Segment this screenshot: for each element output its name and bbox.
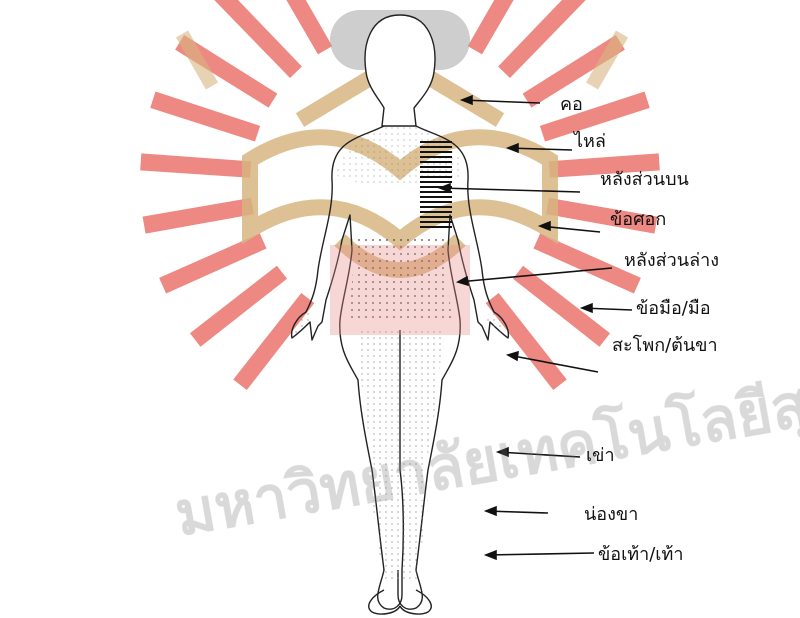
- label-elbow: ข้อศอก: [610, 211, 666, 229]
- arrow-wrist: [582, 304, 632, 312]
- label-hip-thigh: สะโพก/ต้นขา: [612, 337, 718, 355]
- arrow-upper-back: [440, 184, 580, 192]
- label-shoulder: ไหล่: [574, 133, 606, 151]
- label-ankle-foot: ข้อเท้า/เท้า: [598, 546, 683, 564]
- arrow-ankle: [486, 551, 594, 559]
- watermark-band: [330, 245, 470, 335]
- label-neck: คอ: [560, 96, 583, 114]
- label-upper-back: หลังส่วนบน: [600, 171, 689, 189]
- arrow-calf: [486, 507, 548, 515]
- label-lower-back: หลังส่วนล่าง: [624, 252, 719, 270]
- label-calf: น่องขา: [584, 506, 638, 524]
- label-wrist-hand: ข้อมือ/มือ: [636, 300, 711, 318]
- label-knee: เข่า: [586, 447, 615, 465]
